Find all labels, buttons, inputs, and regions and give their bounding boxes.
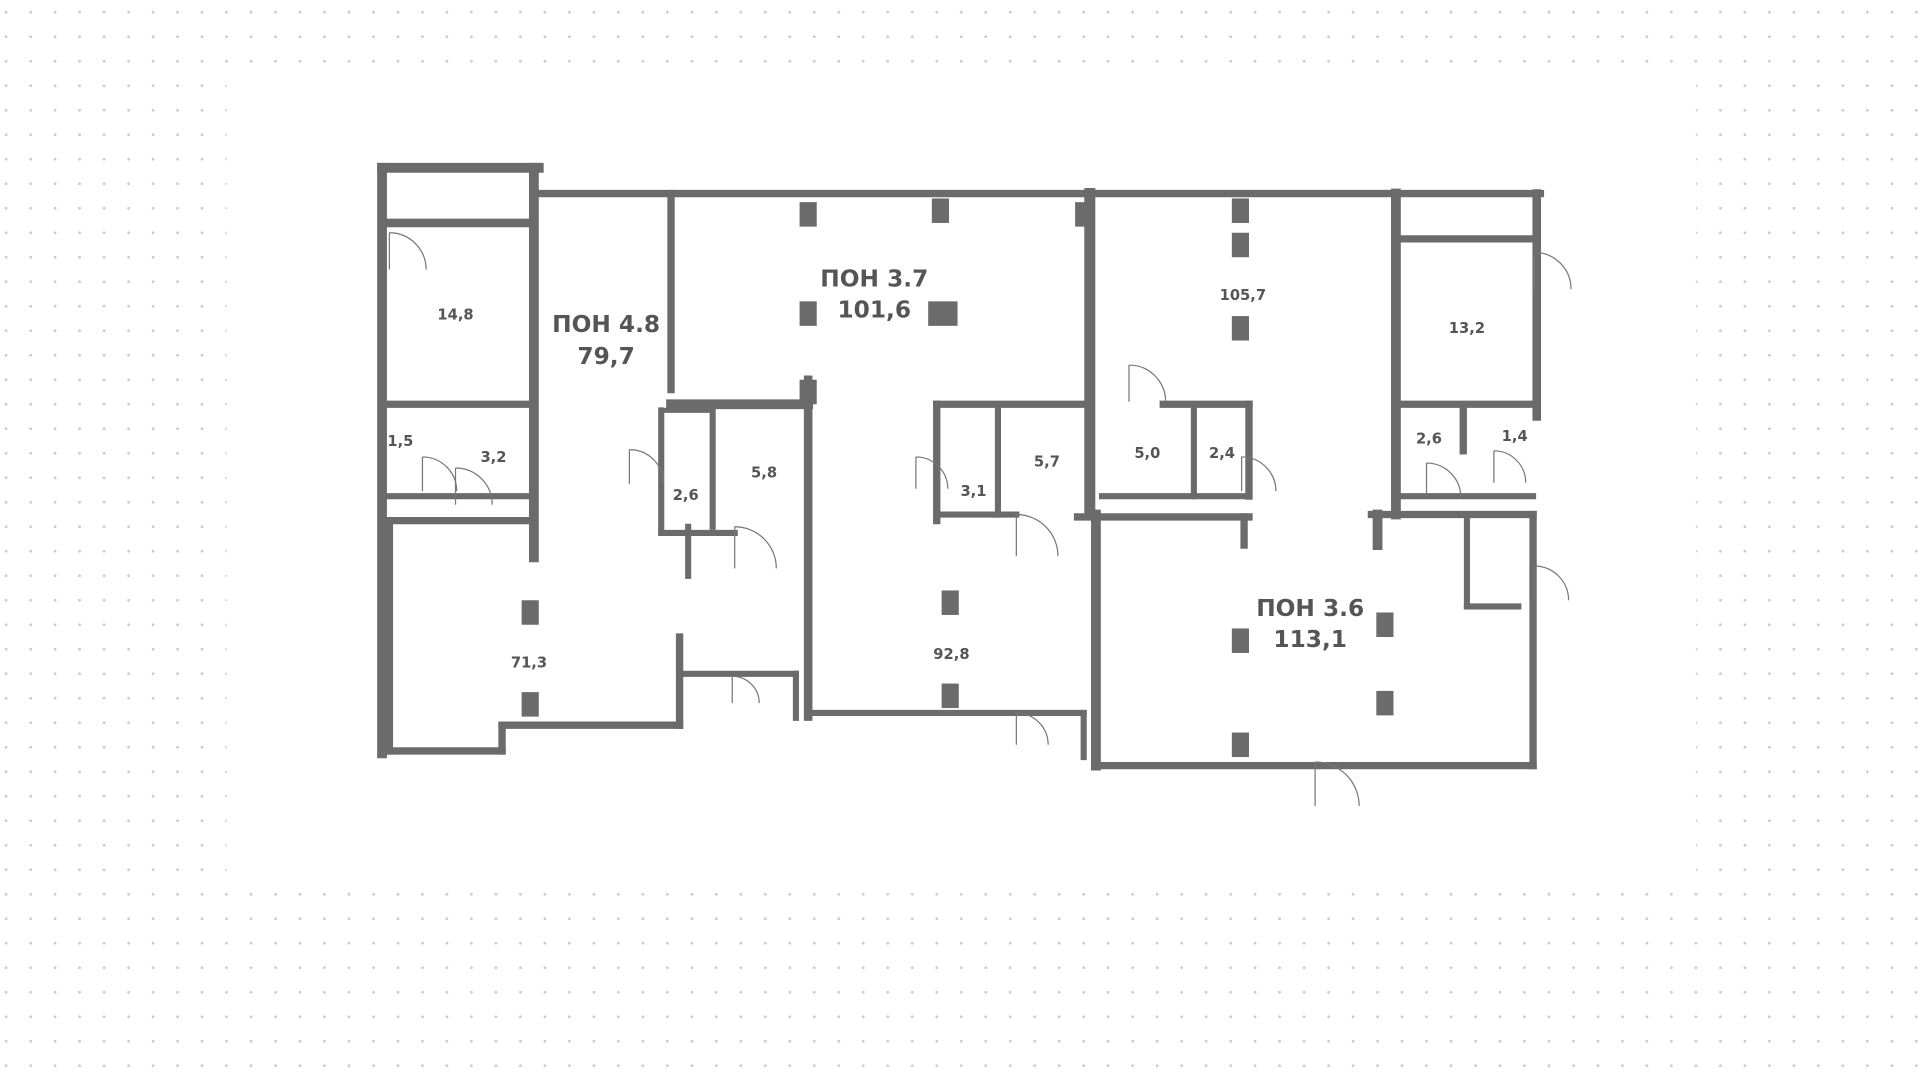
door-swing bbox=[1015, 712, 1049, 745]
doors bbox=[388, 232, 1572, 807]
column bbox=[1075, 202, 1093, 227]
door-swing bbox=[1533, 565, 1570, 601]
room-area: 105,7 bbox=[1220, 287, 1266, 304]
column bbox=[1231, 198, 1249, 223]
door-swing bbox=[1493, 450, 1527, 483]
room-area: 2,6 bbox=[1416, 430, 1442, 447]
door-swing bbox=[388, 232, 427, 270]
door-swing bbox=[454, 467, 493, 505]
room-area: 1,5 bbox=[387, 433, 413, 450]
column bbox=[1376, 690, 1394, 716]
column bbox=[1231, 316, 1249, 341]
door-swing bbox=[1241, 456, 1277, 492]
room-area: 1,4 bbox=[1502, 428, 1528, 445]
door-swing bbox=[1314, 761, 1360, 807]
room-area: 5,7 bbox=[1034, 454, 1060, 471]
column bbox=[799, 301, 817, 326]
unit-code-4-8: ПОН 4.8 bbox=[552, 311, 660, 338]
room-area: 5,0 bbox=[1134, 445, 1160, 462]
room-area: 14,8 bbox=[437, 307, 473, 324]
column bbox=[941, 590, 959, 615]
door-swing bbox=[1533, 251, 1572, 290]
unit-code-3-7: ПОН 3.7 bbox=[820, 266, 928, 293]
door-swing bbox=[915, 456, 949, 489]
door-swing bbox=[1015, 513, 1059, 557]
column bbox=[928, 301, 958, 326]
room-area: 92,8 bbox=[933, 646, 969, 663]
door-swing bbox=[628, 448, 665, 484]
door-swing bbox=[731, 675, 760, 704]
column bbox=[1231, 628, 1249, 653]
columns bbox=[521, 198, 1394, 758]
column bbox=[799, 202, 817, 227]
room-area: 13,2 bbox=[1449, 320, 1485, 337]
column bbox=[799, 379, 817, 405]
column bbox=[931, 198, 949, 223]
column bbox=[521, 692, 539, 717]
room-area: 71,3 bbox=[511, 655, 547, 672]
room-area: 3,1 bbox=[960, 483, 986, 500]
column bbox=[1231, 732, 1249, 758]
column bbox=[1376, 612, 1394, 637]
door-swing bbox=[1128, 364, 1167, 402]
door-swing bbox=[734, 526, 777, 569]
unit-area-3-6: 113,1 bbox=[1273, 626, 1347, 653]
room-area: 2,6 bbox=[673, 487, 699, 504]
unit-code-3-6: ПОН 3.6 bbox=[1256, 595, 1364, 622]
column bbox=[521, 600, 539, 625]
column bbox=[941, 683, 959, 709]
door-swing bbox=[421, 456, 458, 492]
room-area: 2,4 bbox=[1209, 445, 1235, 462]
door-swing bbox=[1425, 462, 1462, 498]
room-area: 3,2 bbox=[480, 449, 506, 466]
room-area: 5,8 bbox=[751, 465, 777, 482]
column bbox=[1231, 232, 1249, 258]
unit-area-3-7: 101,6 bbox=[837, 296, 911, 323]
unit-area-4-8: 79,7 bbox=[577, 343, 634, 370]
